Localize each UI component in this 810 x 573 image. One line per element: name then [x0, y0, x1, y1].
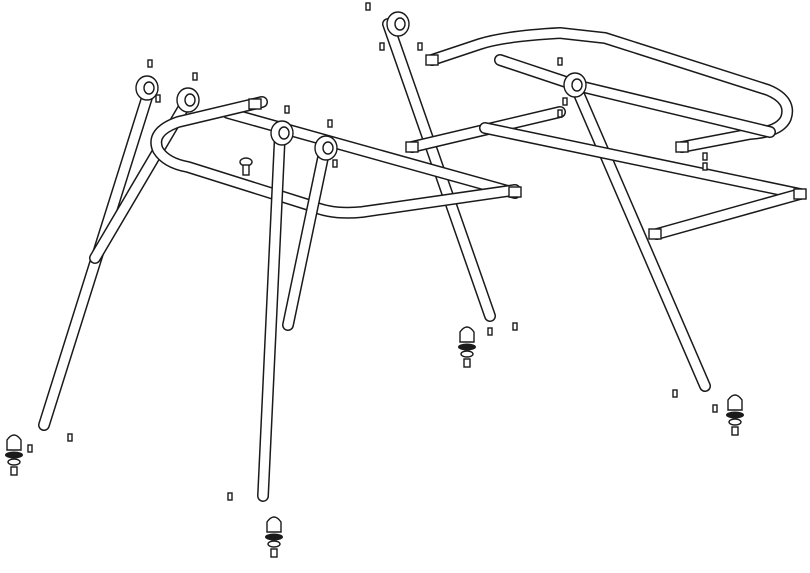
bolt	[67, 433, 73, 442]
foot-nut	[270, 548, 278, 558]
bolt	[672, 389, 678, 398]
foot-nut	[10, 466, 18, 476]
clamp-hole	[322, 141, 334, 155]
knob-stem	[242, 164, 250, 176]
bolt	[417, 42, 423, 51]
bolt	[702, 152, 708, 161]
right-frame-lower-rail	[651, 188, 806, 240]
bolt	[327, 119, 333, 128]
clamp-hole	[278, 126, 290, 140]
foot-washer	[460, 350, 474, 358]
end-bracket	[648, 228, 662, 240]
bolt	[557, 109, 563, 118]
foot-nut	[731, 426, 739, 436]
end-bracket	[405, 141, 419, 153]
clamp-hole	[571, 78, 583, 92]
bolt	[712, 404, 718, 413]
foot-washer	[728, 418, 742, 426]
bolt	[227, 492, 233, 501]
bolt	[702, 162, 708, 171]
bolt	[27, 444, 33, 453]
center-front-leg	[257, 127, 286, 502]
bolt	[562, 97, 568, 106]
bolt	[487, 327, 493, 336]
bolt	[332, 159, 338, 168]
left-frame-loop	[150, 96, 521, 219]
bolt	[284, 105, 290, 114]
end-bracket	[793, 188, 807, 200]
left-frame-top-rail	[222, 107, 521, 199]
foot-washer	[265, 533, 283, 541]
clamp-hole	[394, 17, 406, 31]
bolt	[379, 42, 385, 51]
foot-washer	[5, 451, 23, 459]
end-bracket	[425, 54, 439, 66]
bolt	[365, 2, 371, 11]
bolt	[512, 322, 518, 331]
bolt	[147, 59, 153, 68]
foot-washer	[7, 458, 21, 466]
foot-washer	[726, 411, 744, 419]
right-frame-center-rail	[479, 122, 806, 200]
foot-washer	[458, 343, 476, 351]
end-bracket	[675, 141, 689, 153]
mount-foot	[266, 516, 282, 533]
mount-foot	[459, 326, 475, 343]
bolt	[557, 57, 563, 66]
bolt	[155, 94, 161, 103]
mount-foot	[727, 394, 743, 411]
clamp-hole	[143, 81, 155, 95]
center-rear-leg	[282, 142, 331, 331]
end-bracket	[508, 186, 522, 198]
bolt	[192, 72, 198, 81]
foot-nut	[463, 358, 471, 368]
clamp-hole	[184, 93, 196, 107]
end-bracket	[248, 98, 262, 110]
mount-foot	[6, 434, 22, 451]
right-front-leg	[569, 79, 711, 392]
foot-washer	[267, 540, 281, 548]
